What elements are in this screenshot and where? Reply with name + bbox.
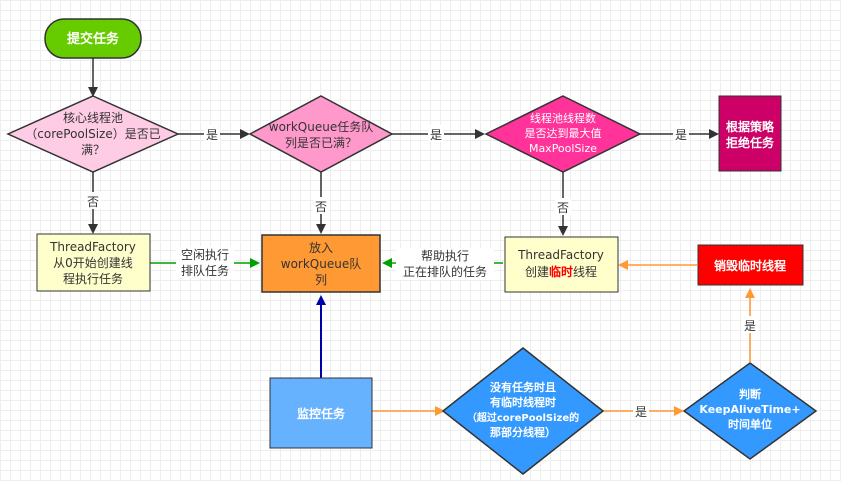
- node-core-check-line2: （corePoolSize）是否已: [25, 127, 160, 141]
- node-start-label: 提交任务: [67, 31, 120, 47]
- label-yes-keepalive: 是: [744, 319, 756, 333]
- node-queue-check[interactable]: workQueue任务队 列是否已满？: [248, 95, 394, 173]
- node-idle-check[interactable]: 没有任务时且 有临时线程时 （超过corePoolSize的 那部分线程）: [441, 347, 605, 475]
- node-tf-core[interactable]: ThreadFactory 从0开始创建线 程执行任务: [36, 233, 151, 292]
- node-idle-check-line1: 没有任务时且: [490, 380, 556, 394]
- node-tf-core-line3: 程执行任务: [63, 271, 123, 286]
- node-tf-temp-line1: ThreadFactory: [517, 248, 604, 262]
- node-idle-check-line4: 那部分线程）: [490, 425, 556, 439]
- label-yes-queue: 是: [430, 128, 442, 142]
- node-tf-core-line1: ThreadFactory: [49, 240, 136, 254]
- node-idle-check-line2: 有临时线程时: [490, 395, 556, 409]
- node-monitor-label: 监控任务: [297, 406, 346, 421]
- label-yes-core: 是: [206, 128, 218, 142]
- node-tf-temp-line2-pre: 创建: [525, 265, 549, 279]
- node-keepalive-line2: KeepAliveTime+: [699, 403, 800, 416]
- node-max-check-line2: 是否达到最大值: [525, 126, 602, 140]
- node-reject-line1: 根据策略: [726, 119, 775, 134]
- node-keepalive-line3: 时间单位: [728, 417, 772, 431]
- node-queue-check-line2: 列是否已满？: [285, 136, 357, 150]
- label-idle-line1: 空闲执行: [181, 248, 229, 262]
- node-tf-core-line2: 从0开始创建线: [53, 256, 133, 270]
- node-tf-temp-highlight: 临时: [549, 264, 573, 279]
- node-tf-temp-line2: 创建临时线程: [525, 264, 597, 279]
- node-core-check-line1: 核心线程池: [63, 110, 123, 125]
- node-enqueue[interactable]: 放入 workQueue队 列: [261, 234, 381, 293]
- label-no-max: 否: [557, 201, 569, 215]
- node-reject-line2: 拒绝任务: [726, 135, 775, 150]
- label-yes-max: 是: [675, 128, 687, 142]
- edges: [88, 58, 755, 416]
- label-no-queue: 否: [315, 200, 327, 214]
- edge-labels: 是 是 是 是 是 否 否 否 空闲执行 排队任务 帮助执行 正在排队的任务: [85, 125, 758, 419]
- node-tf-temp[interactable]: ThreadFactory 创建临时线程: [504, 236, 619, 293]
- node-destroy[interactable]: 销毁临时线程: [697, 244, 804, 286]
- node-monitor[interactable]: 监控任务: [269, 377, 373, 449]
- node-queue-check-line1: workQueue任务队: [269, 119, 373, 134]
- node-max-check-line3: MaxPoolSize: [529, 142, 597, 155]
- node-enqueue-line3: 列: [315, 273, 327, 287]
- node-core-check-line3: 满？: [81, 143, 105, 157]
- label-help-line1: 帮助执行: [421, 249, 469, 263]
- node-max-check[interactable]: 线程池线程数 是否达到最大值 MaxPoolSize: [484, 95, 642, 173]
- label-no-core: 否: [87, 195, 99, 209]
- node-enqueue-line2: workQueue队: [281, 256, 361, 271]
- label-help-line2: 正在排队的任务: [403, 264, 487, 279]
- node-enqueue-line1: 放入: [309, 240, 333, 255]
- node-keepalive-line1: 判断: [739, 387, 761, 401]
- node-idle-check-line3: （超过corePoolSize的: [467, 411, 579, 424]
- node-keepalive[interactable]: 判断 KeepAliveTime+ 时间单位: [682, 362, 818, 460]
- node-reject[interactable]: 根据策略 拒绝任务: [718, 95, 782, 172]
- node-max-check-line1: 线程池线程数: [530, 111, 596, 125]
- node-start[interactable]: 提交任务: [44, 18, 142, 59]
- label-yes-idle: 是: [635, 405, 647, 419]
- node-tf-temp-line2-post: 线程: [573, 264, 597, 279]
- node-core-check[interactable]: 核心线程池 （corePoolSize）是否已 满？: [6, 95, 180, 173]
- node-destroy-label: 销毁临时线程: [714, 258, 786, 273]
- label-idle-line2: 排队任务: [181, 263, 229, 278]
